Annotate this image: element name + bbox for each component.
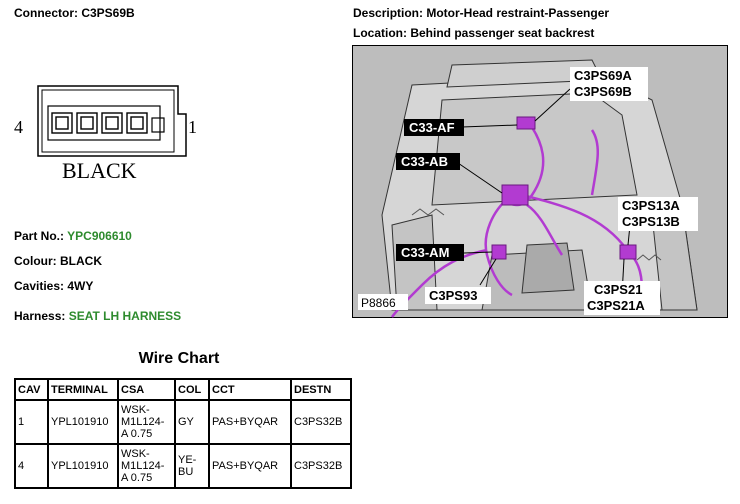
cavity-3	[101, 112, 123, 134]
part-number-link[interactable]: YPC906610	[67, 229, 132, 243]
callout-c3ps93: C3PS93	[425, 287, 491, 304]
callout-c3ps21: C3PS21 C3PS21A	[584, 281, 660, 315]
part-number: Part No.: YPC906610	[14, 229, 132, 243]
connector-title: Connector: C3PS69B	[14, 6, 135, 20]
callout-c33am: C33-AM	[396, 244, 464, 261]
callout-c33af: C33-AF	[404, 119, 464, 136]
cell-cct: PAS+BYQAR	[208, 399, 292, 445]
cell-terminal: YPL101910	[47, 399, 119, 445]
wire-chart-title: Wire Chart	[138, 350, 220, 367]
col-col: COL	[174, 378, 210, 401]
callout-c3ps69a: C3PS69A	[574, 68, 632, 83]
connector-face-diagram: 4 1 BLACK	[14, 85, 197, 183]
col-cct: CCT	[208, 378, 292, 401]
callout-c3ps69b: C3PS69B	[574, 84, 632, 99]
location: Location: Behind passenger seat backrest	[353, 26, 595, 40]
location-diagram: C3PS69A C3PS69B C33-AF C33-AB C3PS13A C3…	[352, 45, 728, 318]
colour: Colour: BLACK	[14, 254, 102, 268]
cavities: Cavities: 4WY	[14, 279, 94, 293]
cavity-4	[126, 112, 148, 134]
svg-text:C3PS93: C3PS93	[429, 288, 477, 303]
springs	[411, 208, 662, 261]
svg-text:C33-AB: C33-AB	[401, 154, 448, 169]
cavity-1	[51, 112, 73, 134]
cell-csa: WSK-M1L124-A 0.75	[117, 399, 176, 445]
callout-c3ps13a: C3PS13A	[622, 198, 680, 213]
col-terminal: TERMINAL	[47, 378, 119, 401]
callout-c33ab: C33-AB	[396, 153, 460, 170]
table-row: 1 YPL101910 WSK-M1L124-A 0.75 GY PAS+BYQ…	[14, 399, 352, 445]
callout-c3ps21a: C3PS21A	[587, 298, 645, 313]
cavity-2	[76, 112, 98, 134]
cell-cav: 4	[14, 443, 49, 489]
cell-csa: WSK-M1L124-A 0.75	[117, 443, 176, 489]
pin-label-right: 1	[188, 117, 197, 137]
cell-destn: C3PS32B	[290, 399, 352, 445]
svg-text:C33-AF: C33-AF	[409, 120, 455, 135]
svg-text:C33-AM: C33-AM	[401, 245, 449, 260]
col-csa: CSA	[117, 378, 176, 401]
description: Description: Motor-Head restraint-Passen…	[353, 6, 610, 20]
harness: Harness: SEAT LH HARNESS	[14, 309, 182, 323]
cell-col: GY	[174, 399, 210, 445]
callout-c3ps69ab: C3PS69A C3PS69B	[570, 67, 648, 101]
callout-c3ps21: C3PS21	[594, 282, 642, 297]
callout-c3ps13b: C3PS13B	[622, 214, 680, 229]
pin-label-left: 4	[14, 117, 23, 137]
connector-color-label: BLACK	[62, 158, 137, 183]
svg-text:P8866: P8866	[361, 296, 396, 310]
table-header-row: CAV TERMINAL CSA COL CCT DESTN	[14, 378, 352, 401]
cell-terminal: YPL101910	[47, 443, 119, 489]
wire-chart-table: CAV TERMINAL CSA COL CCT DESTN 1 YPL1019…	[14, 378, 352, 489]
callout-c3ps13ab: C3PS13A C3PS13B	[618, 197, 698, 231]
table-row: 4 YPL101910 WSK-M1L124-A 0.75 YE-BU PAS+…	[14, 443, 352, 489]
cell-cct: PAS+BYQAR	[208, 443, 292, 489]
col-destn: DESTN	[290, 378, 352, 401]
cell-cav: 1	[14, 399, 49, 445]
col-cav: CAV	[14, 378, 49, 401]
harness-link[interactable]: SEAT LH HARNESS	[68, 309, 182, 323]
figure-id: P8866	[358, 294, 408, 310]
cell-col: YE-BU	[174, 443, 210, 489]
connector-blobs	[491, 116, 637, 260]
cell-destn: C3PS32B	[290, 443, 352, 489]
